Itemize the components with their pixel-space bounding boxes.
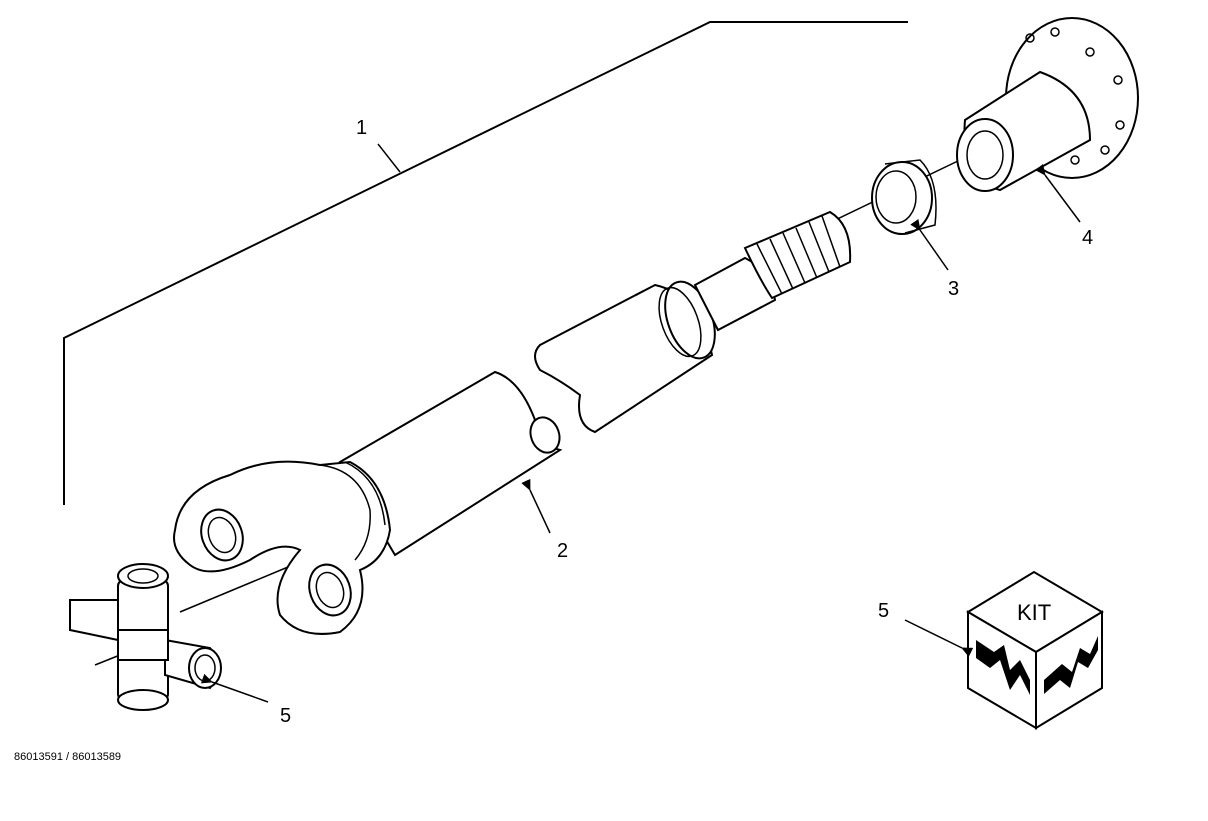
callout-5-kit: 5	[878, 600, 889, 622]
slip-tube-spline	[534, 210, 852, 434]
kit-box-icon	[966, 570, 1104, 730]
callout-2: 2	[557, 540, 568, 562]
callout-3: 3	[948, 278, 959, 300]
kit-label: KIT	[1017, 600, 1051, 625]
callout-5-cross: 5	[280, 705, 291, 727]
callout-4: 4	[1082, 227, 1093, 249]
universal-joint-cross	[69, 563, 222, 711]
shaft-yoke-tube	[173, 370, 563, 635]
seal-ring	[871, 159, 937, 235]
callout-1: 1	[356, 117, 367, 139]
center-axis-line	[179, 561, 301, 613]
assembly-bracket	[63, 21, 908, 505]
flange-yoke	[956, 17, 1139, 192]
figure-id: 86013591 / 86013589	[14, 751, 121, 763]
